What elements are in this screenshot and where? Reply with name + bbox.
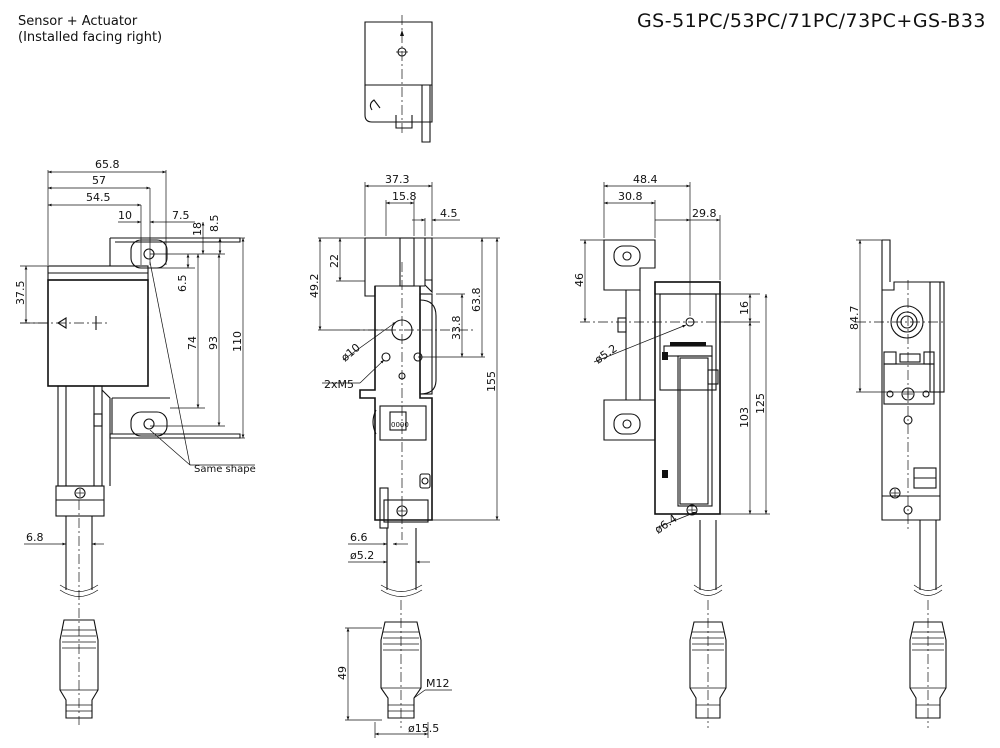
dim-phi10: ø10 bbox=[339, 341, 363, 364]
dim-18: 18 bbox=[191, 222, 204, 236]
dim-4-5: 4.5 bbox=[440, 207, 458, 220]
dim-49-2: 49.2 bbox=[308, 274, 321, 299]
dim-phi6-4: ø6.4 bbox=[652, 512, 679, 537]
label-same-shape: Same shape bbox=[194, 464, 256, 475]
dim-65-8: 65.8 bbox=[95, 158, 120, 171]
dim-110: 110 bbox=[231, 331, 244, 352]
dim-16: 16 bbox=[738, 301, 751, 315]
dim-7-5: 7.5 bbox=[172, 209, 190, 222]
dim-2xm5: 2xM5 bbox=[324, 378, 354, 391]
side-view-1 bbox=[20, 170, 255, 725]
dim-46: 46 bbox=[573, 273, 586, 287]
dim-phi5-2-cable: ø5.2 bbox=[350, 549, 374, 562]
dim-54-5: 54.5 bbox=[86, 191, 111, 204]
dim-93: 93 bbox=[207, 336, 220, 350]
dim-22: 22 bbox=[328, 254, 341, 268]
dim-57: 57 bbox=[92, 174, 106, 187]
dim-103: 103 bbox=[738, 407, 751, 428]
dim-74: 74 bbox=[186, 336, 199, 350]
dim-84-7: 84.7 bbox=[848, 306, 861, 331]
dim-37-5: 37.5 bbox=[14, 281, 27, 306]
dim-m12: M12 bbox=[426, 677, 450, 690]
dim-125: 125 bbox=[754, 393, 767, 414]
dim-6-6: 6.6 bbox=[350, 531, 368, 544]
diagram-title-line-2: (Installed facing right) bbox=[18, 30, 163, 45]
diagram-title-line-1: Sensor + Actuator bbox=[18, 14, 138, 29]
dim-30-8: 30.8 bbox=[618, 190, 643, 203]
dim-8-5: 8.5 bbox=[208, 215, 221, 233]
dim-10: 10 bbox=[118, 209, 132, 222]
rear-view-4 bbox=[856, 239, 947, 728]
side-view-3 bbox=[580, 182, 770, 728]
dim-48-4: 48.4 bbox=[633, 173, 658, 186]
model-number: GS-51PC/53PC/71PC/73PC+GS-B33 bbox=[636, 10, 986, 32]
dim-37-3: 37.3 bbox=[385, 173, 410, 186]
dim-6-5: 6.5 bbox=[176, 275, 189, 293]
dim-15-8: 15.8 bbox=[392, 190, 417, 203]
dim-155: 155 bbox=[485, 371, 498, 392]
dim-33-8: 33.8 bbox=[450, 316, 463, 341]
svg-text:0000: 0000 bbox=[391, 421, 409, 429]
top-small-view bbox=[364, 15, 433, 143]
dim-49: 49 bbox=[336, 666, 349, 680]
dim-29-8: 29.8 bbox=[692, 207, 717, 220]
dim-6-8: 6.8 bbox=[26, 531, 44, 544]
front-view-2: 0000 bbox=[318, 182, 500, 738]
dim-63-8: 63.8 bbox=[470, 288, 483, 313]
dim-phi5-2-hole: ø5.2 bbox=[592, 342, 619, 367]
dim-phi15-5: ø15.5 bbox=[408, 722, 439, 735]
